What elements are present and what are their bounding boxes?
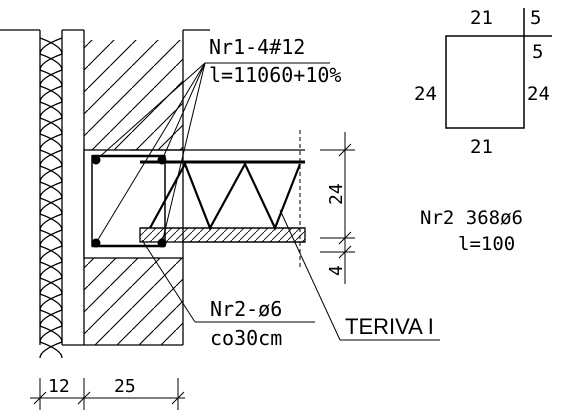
main-bars-length: l=11060+10% <box>209 63 341 87</box>
stirrup-dim-top: 21 <box>470 7 493 29</box>
stirrup-spacing: co30cm <box>210 326 282 350</box>
stirrup-dim-hook-top: 5 <box>530 7 541 29</box>
stirrup-dim-right: 24 <box>527 83 550 105</box>
stirrup-dim-left: 24 <box>414 83 437 105</box>
stirrup-total: Nr2 368ø6 <box>420 207 523 229</box>
topping-thickness-dim: 4 <box>326 265 347 276</box>
wall-width-dim: 25 <box>114 376 136 397</box>
wall-section <box>0 29 210 346</box>
stirrup-mark: Nr2-ø6 <box>210 297 282 321</box>
stirrup-length: l=100 <box>458 233 515 255</box>
main-bars-mark: Nr1-4#12 <box>209 35 305 59</box>
horizontal-dimension <box>30 378 185 410</box>
insulation-width-dim: 12 <box>48 376 70 397</box>
insulation-layer <box>39 30 63 359</box>
stirrup-shape: 21 21 24 24 5 5 <box>414 7 552 158</box>
stirrup-dim-hook-right: 5 <box>532 41 543 63</box>
vertical-dimension <box>320 132 355 284</box>
stirrup-dim-bottom: 21 <box>470 136 493 158</box>
leader-lines <box>95 62 440 341</box>
slab-section <box>130 130 306 270</box>
slab-type-label: TERIVA I <box>345 314 434 339</box>
slab-height-dim: 24 <box>326 183 347 205</box>
